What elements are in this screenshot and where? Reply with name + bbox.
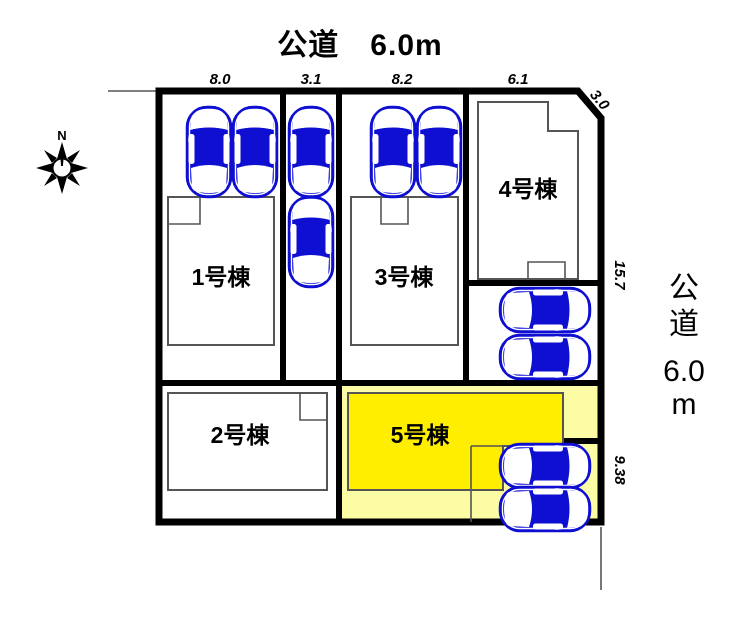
- lot-1-label: 1号棟: [192, 264, 252, 290]
- lot-1-building-notch: [168, 197, 201, 225]
- dimension-right-upper: 15.7: [611, 260, 628, 290]
- lot-4[interactable]: 4号棟: [477, 101, 592, 381]
- right-road-label-line-4: m: [672, 388, 697, 421]
- lot-1[interactable]: 1号棟: [167, 105, 279, 346]
- shared-parking-car-2: [287, 195, 335, 289]
- top-road-label: 公道 6.0m: [277, 29, 442, 62]
- lot-4-building-bottom-notch: [527, 261, 566, 279]
- lot-5-label: 5号棟: [391, 422, 451, 448]
- right-road-label-line-2: 道: [669, 308, 699, 341]
- lot-4-building: [477, 101, 579, 280]
- lot-3-label: 3号棟: [375, 264, 435, 290]
- dimension-top-2: 3.1: [301, 71, 322, 88]
- shared-parking-car-1: [287, 105, 335, 199]
- lot-3-car-2: [415, 105, 463, 199]
- lot-5[interactable]: 5号棟: [347, 392, 592, 533]
- dimension-extension-lines: [108, 90, 602, 590]
- lot-1-car-1: [185, 105, 233, 199]
- right-road-label-line-1: 公: [669, 272, 699, 305]
- lot-2-building-notch: [299, 393, 327, 421]
- shared-parking-strip: [287, 105, 335, 289]
- lot-4-car-2: [498, 333, 592, 381]
- lot-5-car-1: [498, 442, 592, 490]
- lot-3-car-1: [369, 105, 417, 199]
- site-boundary: [155, 87, 605, 526]
- dimension-right-lower: 9.38: [611, 455, 628, 485]
- dimension-top-3: 8.2: [392, 71, 414, 88]
- lot-2-building: [167, 392, 328, 491]
- lot-2[interactable]: 2号棟: [167, 392, 328, 491]
- lot-1-building-outline: [167, 196, 275, 346]
- lot-3[interactable]: 3号棟: [350, 105, 463, 346]
- lot-5-car-2: [498, 485, 592, 533]
- compass-rose-icon: [35, 141, 89, 195]
- lot-dividers: [159, 91, 601, 522]
- dimension-top-4: 6.1: [508, 71, 529, 88]
- lot-4-label: 4号棟: [499, 176, 559, 202]
- right-road-label-line-3: 6.0: [663, 355, 705, 388]
- dimension-top-1: 8.0: [210, 71, 232, 88]
- lot-2-label: 2号棟: [211, 422, 271, 448]
- compass-north-label: N: [57, 128, 66, 143]
- right-road-label: 公 道 6.0 m: [663, 272, 705, 421]
- lot-3-building-notch: [380, 197, 409, 225]
- lot-3-building: [350, 196, 459, 346]
- lot-1-car-2: [231, 105, 279, 199]
- lot-4-car-1: [498, 286, 592, 334]
